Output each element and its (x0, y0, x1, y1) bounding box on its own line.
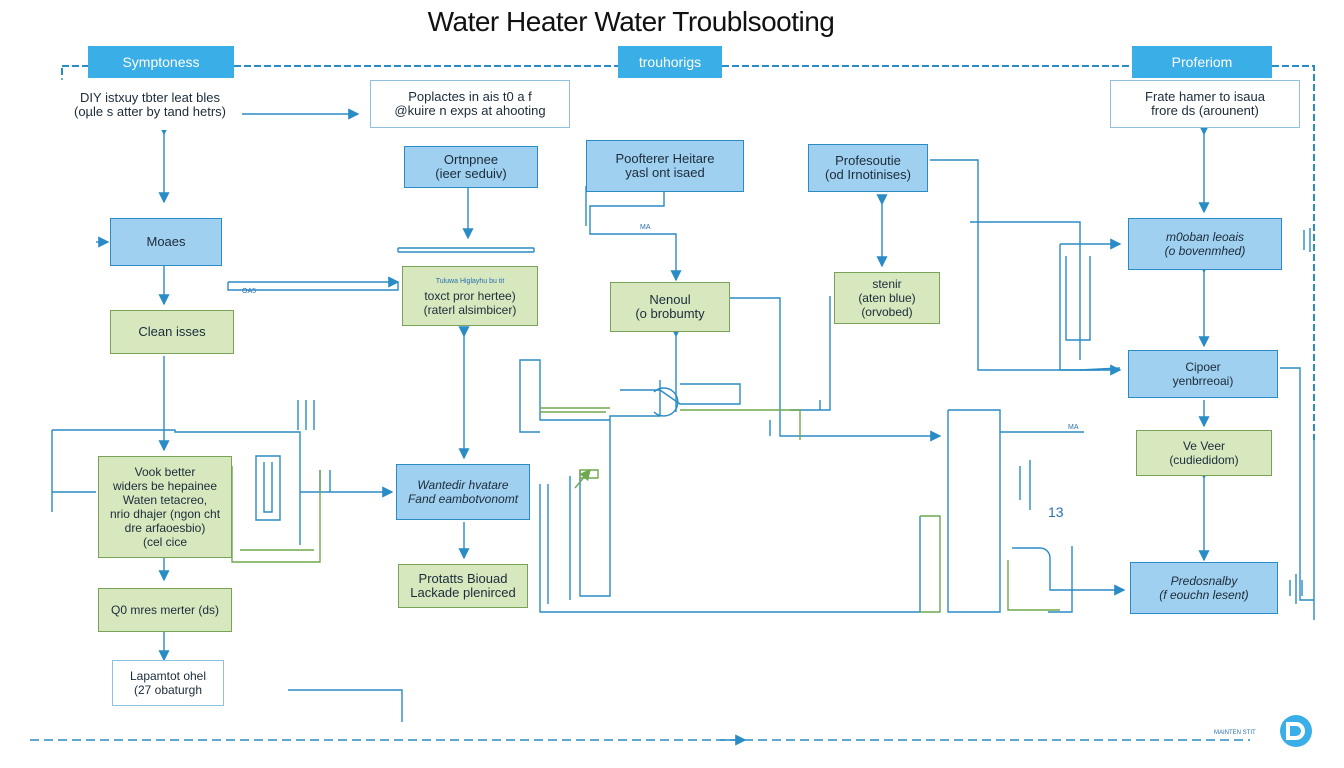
node-clean-isses-line1: Clean isses (138, 324, 206, 339)
node-q0-mres: Q0 mres merter (ds) (98, 588, 232, 632)
node-poplactes-line1: Poplactes in ais t0 a f (408, 89, 532, 104)
node-ve-veer-line2: (cudiedidom) (1169, 453, 1239, 467)
node-diy-line1: DIY istxuy tbter leat bles (80, 90, 220, 105)
header-professional: Proferiom (1132, 46, 1272, 78)
node-predosnalby-line1: Predosnalby (1170, 574, 1238, 588)
node-toxct-line2: (raterl alsimbicer) (423, 303, 517, 317)
node-wantedir: Wantedir hvatare Fand eambotvonomt (396, 464, 530, 520)
node-predosnalby: Predosnalby (f eouchn lesent) (1130, 562, 1278, 614)
node-vook-better-line1: Vook better (134, 465, 196, 479)
node-clean-isses: Clean isses (110, 310, 234, 354)
node-toxct: Tuluwa Higlayhu bu tit toxct pror hertee… (402, 266, 538, 326)
node-vook-better: Vook better widers be hepainee Waten tet… (98, 456, 232, 558)
node-poplactes: Poplactes in ais t0 a f @kuire n exps at… (370, 80, 570, 128)
node-lapamtot-line1: Lapamtot ohel (129, 669, 207, 683)
node-m0oban-line2: (o bovenmhed) (1164, 244, 1246, 258)
node-toxct-line0: Tuluwa Higlayhu bu tit (435, 278, 505, 285)
node-protatts-line2: Lackade plenirced (410, 585, 516, 600)
node-vook-better-line3: Waten tetacreo, (122, 493, 208, 507)
logo-icon (1280, 715, 1312, 747)
logo-text: MAINTEN STIT (1214, 730, 1256, 736)
node-m0oban-line1: m0oban leoais (1165, 230, 1245, 244)
node-poofterer-line2: yasl ont isaed (625, 165, 705, 180)
node-stenir-line1: stenir (872, 277, 902, 291)
node-nenoul-line2: (o brobumty (635, 306, 705, 321)
node-vook-better-line6: (cel cice (142, 535, 187, 549)
node-frate-line2: frore ds (arounent) (1151, 103, 1259, 118)
node-vook-better-line2: widers be hepainee (112, 479, 218, 493)
node-ve-veer: Ve Veer (cudiedidom) (1136, 430, 1272, 476)
node-lapamtot-line2: (27 obaturgh (133, 683, 203, 697)
node-lapamtot: Lapamtot ohel (27 obaturgh (112, 660, 224, 706)
node-wantedir-line2: Fand eambotvonomt (407, 492, 519, 506)
header-symptoms: Symptoness (88, 46, 234, 78)
node-diy-line2: (oµle s atter by tand hetrs) (73, 104, 226, 119)
node-nenoul-line1: Nenoul (649, 292, 691, 307)
node-diy: DIY istxuy tbter leat bles (oµle s atter… (58, 80, 242, 130)
node-ve-veer-line1: Ve Veer (1182, 439, 1226, 453)
node-poofterer-line1: Poofterer Heitare (615, 151, 715, 166)
node-stenir-line2: (aten blue) (858, 291, 916, 305)
node-nenoul: Nenoul (o brobumty (610, 282, 730, 332)
node-poplactes-line2: @kuire n exps at ahooting (394, 103, 546, 118)
node-vook-better-line4: nrio dhajer (ngon cht (109, 507, 221, 521)
node-frate: Frate hamer to isaua frore ds (arounent) (1110, 80, 1300, 128)
page-title: Water Heater Water Troublsooting (427, 6, 835, 37)
node-cipoer-line1: Cipoer (1185, 360, 1221, 374)
node-vook-better-line5: dre arfaoesbio) (124, 521, 206, 535)
node-m0oban: m0oban leoais (o bovenmhed) (1128, 218, 1282, 270)
node-moaes: Moaes (110, 218, 222, 266)
node-frate-line1: Frate hamer to isaua (1145, 89, 1265, 104)
node-profesoutie: Profesoutie (od Irnotinises) (808, 144, 928, 192)
node-moaes-line1: Moaes (146, 234, 186, 249)
annotation-oa5: OA5 (242, 288, 257, 295)
node-stenir-line3: (orvobed) (861, 305, 913, 319)
node-toxct-line1: toxct pror hertee) (424, 289, 516, 303)
node-cipoer: Cipoer yenbrreoai) (1128, 350, 1278, 398)
annotation-ma-2: MA (1068, 424, 1079, 431)
node-ortnpnee: Ortnpnee (ieer seduiv) (404, 146, 538, 188)
annotation-ma: MA (640, 224, 651, 231)
node-wantedir-line1: Wantedir hvatare (417, 478, 509, 492)
node-protatts-line1: Protatts Biouad (418, 571, 508, 586)
node-ortnpnee-line1: Ortnpnee (443, 152, 499, 167)
node-stenir: stenir (aten blue) (orvobed) (834, 272, 940, 324)
annotation-13: 13 (1048, 504, 1064, 520)
node-poofterer: Poofterer Heitare yasl ont isaed (586, 140, 744, 192)
node-ortnpnee-line2: (ieer seduiv) (435, 166, 507, 181)
node-predosnalby-line2: (f eouchn lesent) (1159, 588, 1249, 602)
header-troubleshooting: trouhorigs (618, 46, 722, 78)
node-q0-mres-line1: Q0 mres merter (ds) (110, 603, 219, 617)
logo-badge (1266, 712, 1316, 750)
node-profesoutie-line2: (od Irnotinises) (825, 167, 911, 182)
node-protatts: Protatts Biouad Lackade plenirced (398, 564, 528, 608)
node-cipoer-line2: yenbrreoai) (1172, 374, 1234, 388)
node-profesoutie-line1: Profesoutie (835, 153, 901, 168)
